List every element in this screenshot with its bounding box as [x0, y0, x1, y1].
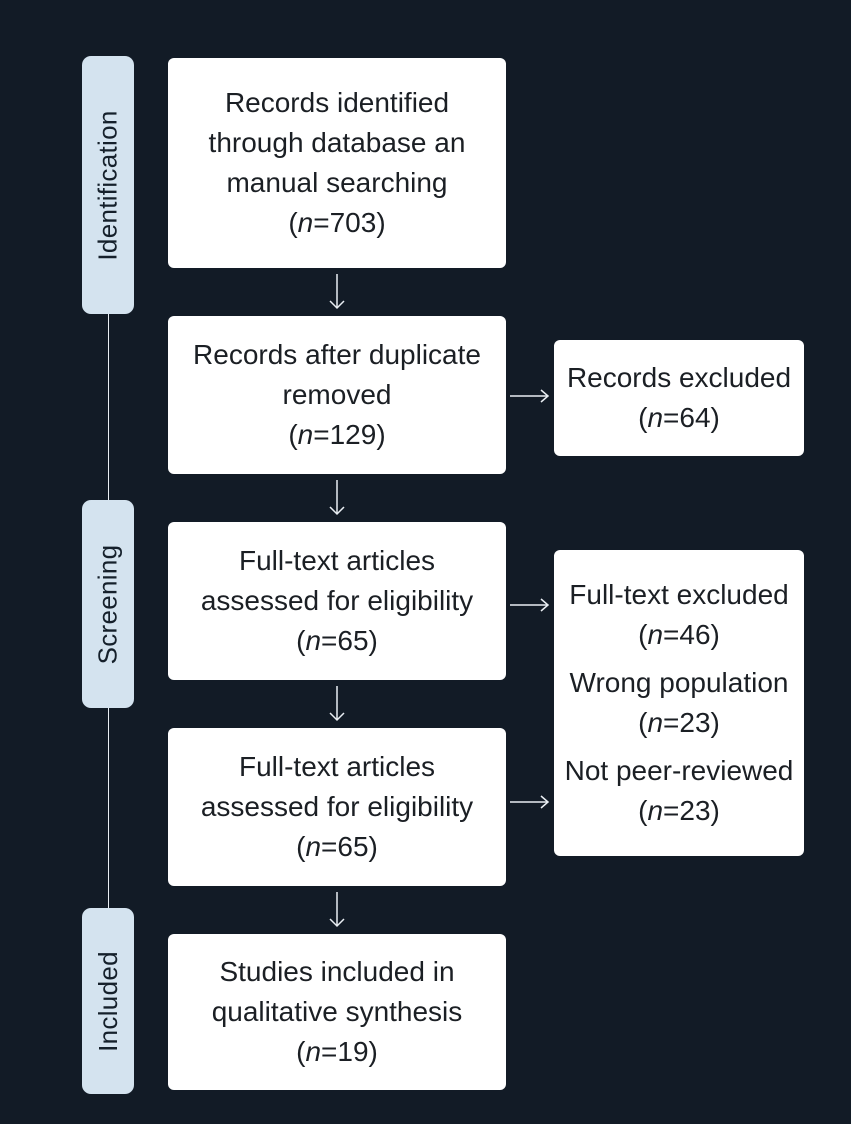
- box-records-identified: Records identified through database an m…: [168, 58, 506, 268]
- box-fulltext-assessed-2: Full-text articles assessed for eligibil…: [168, 728, 506, 886]
- stage-connector-line: [108, 312, 109, 502]
- exclusion-reason-count: (n=23): [638, 707, 720, 738]
- box-text-line: assessed for eligibility: [200, 791, 474, 822]
- box-count: (n=129): [288, 419, 386, 450]
- box-fulltext-assessed-1: Full-text articles assessed for eligibil…: [168, 522, 506, 680]
- stage-included: Included: [82, 908, 134, 1094]
- box-studies-included: Studies included in qualitative synthesi…: [168, 934, 506, 1090]
- exclusion-reason-count: (n=23): [638, 795, 720, 826]
- stage-screening-label: Screening: [92, 544, 123, 664]
- right-arrow-icon: [510, 598, 550, 612]
- stage-connector-line: [108, 706, 109, 912]
- exclusion-reason-label: Not peer-reviewed: [564, 755, 794, 786]
- box-text-line: through database an: [208, 127, 466, 158]
- right-arrow-icon: [510, 389, 550, 403]
- stage-identification: Identification: [82, 56, 134, 314]
- box-count: (n=19): [296, 1036, 378, 1067]
- box-text-line: Studies included in: [219, 956, 455, 987]
- exclusion-reason-count: (n=46): [638, 619, 720, 650]
- box-text-line: Full-text articles: [238, 751, 436, 782]
- right-arrow-icon: [510, 795, 550, 809]
- box-text-line: removed: [282, 379, 392, 410]
- stage-screening: Screening: [82, 500, 134, 708]
- exclusion-reason-label: Full-text excluded: [569, 579, 789, 610]
- box-records-after-duplicates: Records after duplicate removed (n=129): [168, 316, 506, 474]
- box-records-excluded: Records excluded (n=64): [554, 340, 804, 456]
- box-text-line: manual searching: [226, 167, 448, 198]
- box-count: (n=65): [296, 625, 378, 656]
- box-text-line: Records excluded: [566, 362, 792, 393]
- exclusion-reason-label: Wrong population: [569, 667, 789, 698]
- box-text-line: Records identified: [224, 87, 450, 118]
- down-arrow-icon: [329, 480, 345, 516]
- down-arrow-icon: [329, 274, 345, 310]
- box-text-line: Full-text articles: [238, 545, 436, 576]
- box-fulltext-excluded: Full-text excluded (n=46) Wrong populati…: [554, 550, 804, 856]
- box-text-line: qualitative synthesis: [211, 996, 463, 1027]
- box-text-line: Records after duplicate: [193, 339, 481, 370]
- stage-included-label: Included: [92, 950, 123, 1052]
- down-arrow-icon: [329, 892, 345, 928]
- box-text-line: assessed for eligibility: [200, 585, 474, 616]
- box-count: (n=65): [296, 831, 378, 862]
- stage-identification-label: Identification: [92, 109, 123, 261]
- box-count: (n=64): [638, 402, 720, 433]
- box-count: (n=703): [288, 207, 386, 238]
- down-arrow-icon: [329, 686, 345, 722]
